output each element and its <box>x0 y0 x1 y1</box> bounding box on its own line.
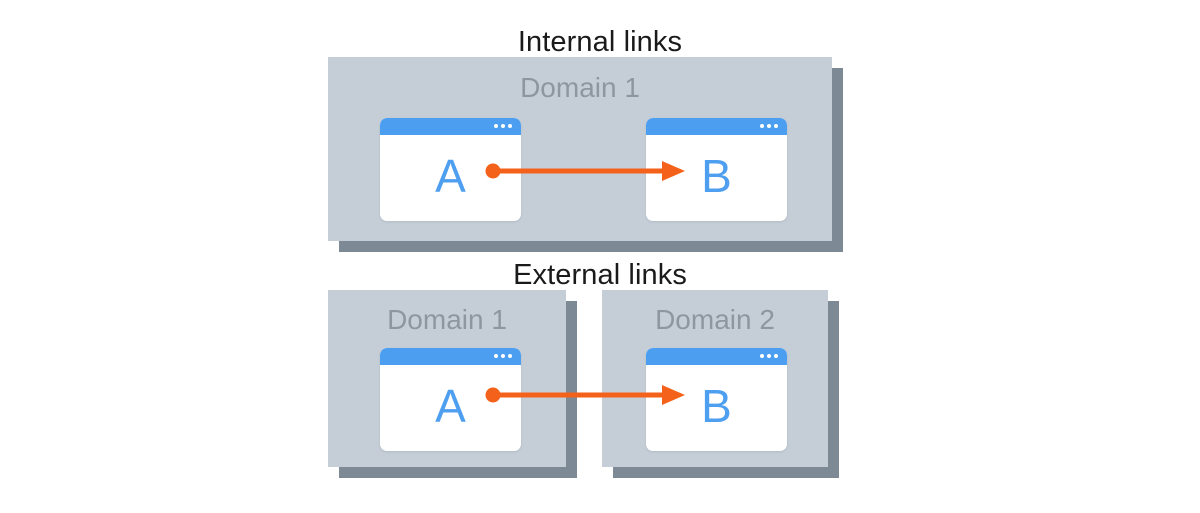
window-dots-icon <box>760 124 778 128</box>
section-heading-internal-links: Internal links <box>517 26 683 58</box>
page-letter-a: A <box>435 150 466 202</box>
browser-window-internal-a[interactable]: A <box>380 118 521 221</box>
domain-label-external-domain2: Domain 2 <box>655 304 775 335</box>
page-letter-b: B <box>701 380 732 432</box>
browser-titlebar <box>646 348 787 365</box>
domain-card-external-domain2: Domain 2 B <box>602 290 839 478</box>
browser-body: B <box>646 365 787 451</box>
browser-body: A <box>380 135 521 221</box>
domain-label-external-domain1: Domain 1 <box>387 304 507 335</box>
card-content: Domain 1 A <box>328 290 566 467</box>
window-dots-icon <box>494 354 512 358</box>
section-heading-external-links: External links <box>513 259 687 291</box>
window-dots-icon <box>760 354 778 358</box>
page-letter-b: B <box>701 150 732 202</box>
window-dots-icon <box>494 124 512 128</box>
browser-window-external-b[interactable]: B <box>646 348 787 451</box>
browser-window-internal-b[interactable]: B <box>646 118 787 221</box>
browser-window-external-a[interactable]: A <box>380 348 521 451</box>
browser-titlebar <box>646 118 787 135</box>
domain-label-internal-domain1: Domain 1 <box>520 72 640 103</box>
card-content: Domain 2 B <box>602 290 828 467</box>
page-letter-a: A <box>435 380 466 432</box>
browser-body: B <box>646 135 787 221</box>
browser-body: A <box>380 365 521 451</box>
card-content: Domain 1 A B <box>328 57 832 241</box>
browser-titlebar <box>380 118 521 135</box>
domain-card-external-domain1: Domain 1 A <box>328 290 577 478</box>
domain-card-internal-domain1: Domain 1 A B <box>328 57 843 252</box>
browser-titlebar <box>380 348 521 365</box>
